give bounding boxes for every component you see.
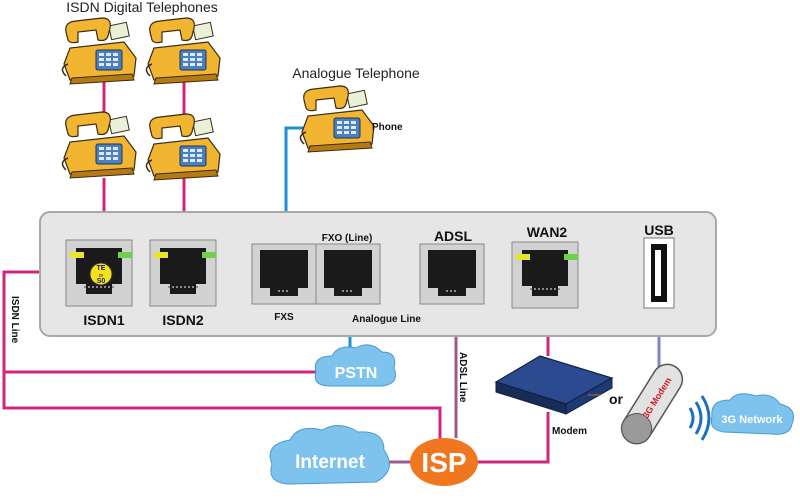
- svg-text:Internet: Internet: [295, 452, 365, 473]
- isdn-phone-2-icon: [145, 17, 221, 85]
- wan2-label: WAN2: [527, 224, 568, 240]
- analogue-phone-icon: [299, 85, 375, 153]
- svg-text:modem: modem: [588, 392, 602, 397]
- usb-port: [643, 237, 675, 309]
- fxo-port: [315, 243, 381, 305]
- analogue-line-label: Analogue Line: [352, 314, 421, 325]
- fxs-port: [251, 243, 317, 305]
- svg-text:ISP: ISP: [421, 447, 466, 478]
- internet-cloud: Internet: [269, 425, 390, 485]
- svg-text:S0: S0: [97, 278, 106, 285]
- isdn-line-wire: [2, 270, 442, 460]
- isdn-phone-4-icon: [145, 113, 221, 181]
- svg-text:PSTN: PSTN: [335, 365, 378, 382]
- analogue-telephone-title: Analogue Telephone: [292, 65, 420, 81]
- isdn-telephones-title: ISDN Digital Telephones: [66, 0, 218, 15]
- phone-label: Phone: [372, 122, 403, 133]
- isdn2-port: [149, 239, 217, 307]
- adsl-line-label: ADSL Line: [457, 352, 468, 403]
- three-g-usb-modem-icon: 3G Modem: [620, 363, 684, 445]
- isdn-phone-1-icon: [61, 17, 137, 85]
- fxs-label: FXS: [274, 312, 294, 323]
- svg-text:or: or: [99, 273, 104, 279]
- adsl-label: ADSL: [434, 228, 473, 244]
- svg-text:TE: TE: [97, 265, 106, 272]
- or-label: or: [609, 391, 624, 407]
- isdn-line-label: ISDN Line: [9, 296, 20, 344]
- wan2-port: [511, 241, 579, 309]
- wireless-signal-icon: [688, 395, 711, 441]
- modem-device-icon: modem: [494, 355, 614, 415]
- fxo-label: FXO (Line): [322, 233, 373, 244]
- adsl-port: [419, 243, 485, 305]
- svg-text:3G Network: 3G Network: [721, 414, 783, 426]
- isdn2-label: ISDN2: [162, 312, 203, 328]
- pstn-cloud: PSTN: [314, 344, 396, 387]
- modem-label: Modem: [552, 426, 587, 437]
- usb-label: USB: [644, 222, 674, 238]
- isdn1-label: ISDN1: [83, 312, 124, 328]
- te-s0-badge: TE or S0: [89, 262, 113, 286]
- isdn-phone-3-icon: [61, 111, 137, 179]
- three-g-network-cloud: 3G Network: [710, 393, 794, 435]
- isp-cloud: ISP: [410, 438, 478, 486]
- isdn1-port: [65, 239, 133, 307]
